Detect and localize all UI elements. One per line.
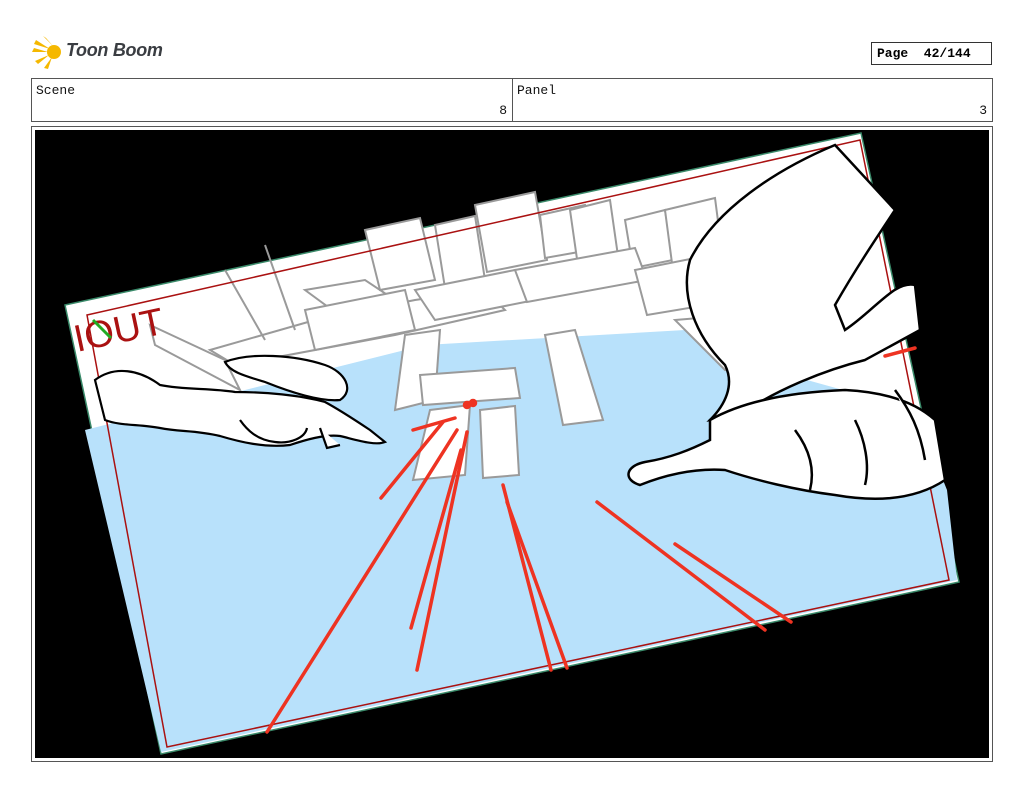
- left-character-sketch: [93, 354, 388, 450]
- panel-cell: Panel 3: [513, 79, 992, 121]
- scene-cell: Scene 8: [32, 79, 513, 121]
- safe-area-frame: [86, 139, 950, 748]
- panel-label: Panel: [517, 83, 557, 98]
- panel-number: 3: [979, 103, 987, 118]
- toon-boom-logo: [32, 36, 162, 70]
- storyboard-panel-frame: IOUT: [31, 126, 993, 762]
- scene-panel-header: Scene 8 Panel 3: [31, 78, 993, 122]
- city-sketch: [148, 190, 757, 482]
- panel-drawing: IOUT: [64, 132, 960, 755]
- scene-number: 8: [499, 103, 507, 118]
- scene-label: Scene: [36, 83, 76, 98]
- storyboard-artwork: IOUT: [35, 130, 989, 758]
- logo-text: Toon Boom: [66, 40, 163, 60]
- starburst-logo-icon: [32, 36, 61, 69]
- annotation-green-mark: [91, 318, 113, 340]
- right-character-sketch: [627, 143, 947, 500]
- speed-lines: [265, 346, 917, 734]
- page-counter: Page 42/144: [871, 42, 992, 65]
